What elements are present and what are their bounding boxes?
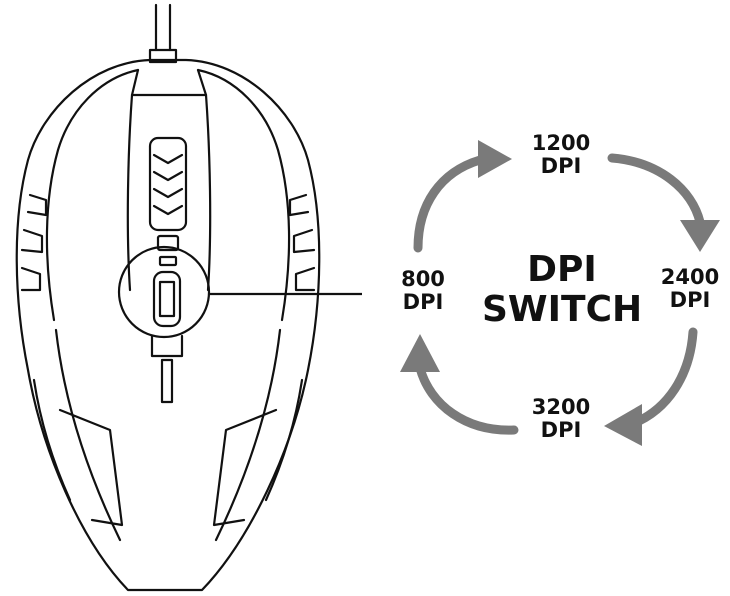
dpi-step-value: 3200 [531, 395, 591, 419]
dpi-button-callout-circle [117, 245, 211, 339]
dpi-step-800: 800 DPI [386, 267, 460, 315]
dpi-switch-title: DPI SWITCH [482, 249, 643, 331]
title-line-2: SWITCH [482, 289, 643, 331]
mouse-outer-shell [15, 58, 321, 592]
dpi-button [152, 270, 182, 328]
mouse-cable [154, 3, 172, 52]
dpi-step-unit: DPI [669, 288, 711, 313]
arrowhead-1200 [478, 140, 512, 178]
dpi-step-1200: 1200 DPI [516, 131, 606, 179]
arrow-3200-to-800 [415, 363, 519, 435]
dpi-step-unit: DPI [540, 418, 582, 443]
arrowhead-2400 [680, 220, 720, 252]
scroll-wheel [148, 136, 188, 232]
arrow-800-to-1200 [413, 155, 485, 253]
arrowhead-800 [400, 334, 440, 372]
dpi-step-unit: DPI [540, 154, 582, 179]
dpi-step-value: 800 [401, 267, 445, 291]
title-line-1: DPI [527, 249, 597, 290]
dpi-step-value: 1200 [531, 131, 591, 155]
arrowhead-3200 [604, 404, 642, 446]
arrow-1200-to-2400 [607, 153, 705, 227]
dpi-step-2400: 2400 DPI [650, 265, 730, 313]
dpi-step-unit: DPI [402, 290, 444, 315]
dpi-step-value: 2400 [660, 265, 720, 289]
arrow-2400-to-3200 [627, 327, 698, 429]
dpi-step-3200: 3200 DPI [516, 395, 606, 443]
